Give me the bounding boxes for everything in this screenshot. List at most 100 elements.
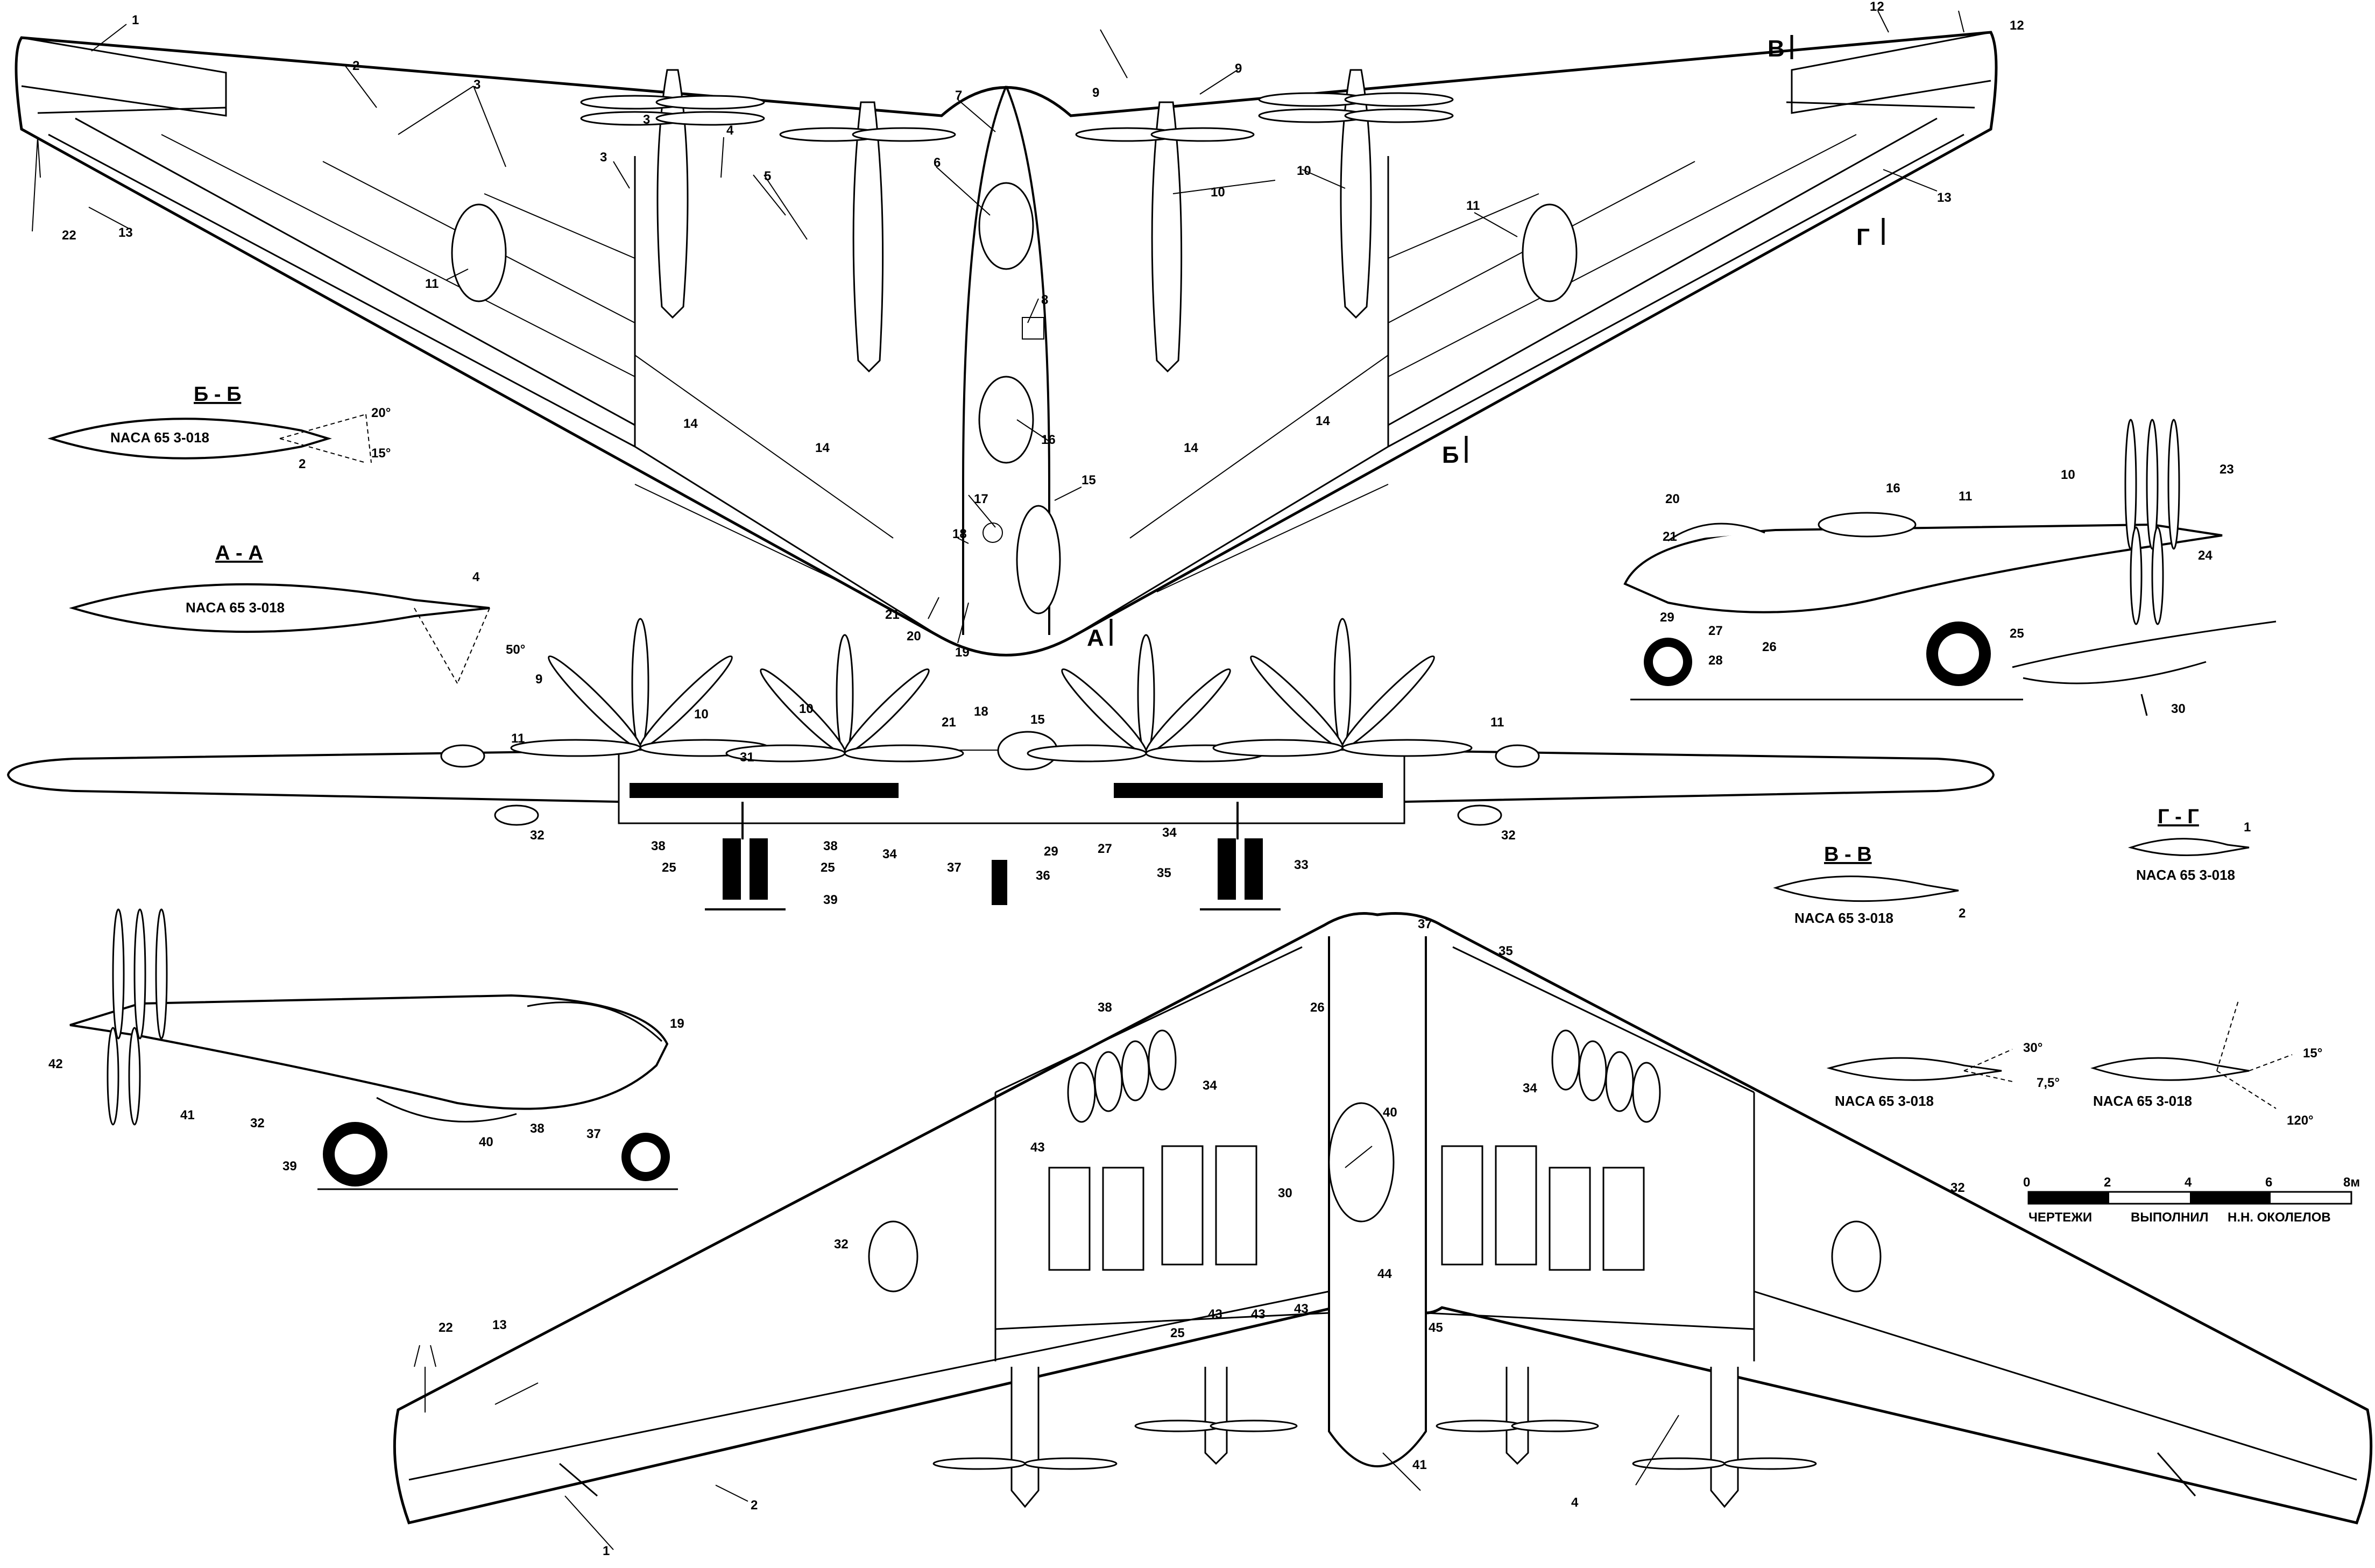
callout-front: 21: [942, 715, 956, 730]
section-bb-profile: [47, 418, 332, 460]
callout-front: 39: [823, 893, 838, 907]
front-landing-gear: [705, 802, 1281, 910]
side-right-props: [2124, 419, 2180, 625]
side-left-canopy: [527, 1001, 663, 1042]
bottom-bay-doors: [1048, 1145, 1645, 1271]
section-aa-flap: [414, 608, 490, 684]
callout-top: 21: [885, 608, 900, 622]
callout-top: 17: [974, 492, 988, 506]
callouts-side-left: 19 32 37 38 39 40 41 42: [48, 1016, 684, 1174]
scale-tick-4: 4: [2185, 1175, 2192, 1190]
section-gg-callout: 1: [2244, 820, 2251, 835]
front-center: [618, 751, 1405, 824]
callout-bottom: 34: [1523, 1081, 1537, 1096]
callout-side-right: 11: [1959, 489, 1972, 504]
top-blister-right: [1522, 203, 1578, 302]
callout-bottom: 34: [1203, 1078, 1217, 1093]
callout-front: 18: [974, 704, 988, 719]
callout-side-left: 41: [180, 1108, 195, 1122]
callout-top: 15: [1082, 473, 1096, 488]
section-30-profile: [1826, 1057, 2002, 1081]
callout-top: 8: [1041, 293, 1048, 307]
cut-marker-b: Б: [1442, 442, 1459, 468]
callout-side-right: 27: [1708, 624, 1723, 638]
cut-marker-a: А: [1087, 625, 1104, 651]
section-aa-callout: 4: [472, 570, 480, 584]
bottom-pod-40: [1328, 1102, 1395, 1223]
callout-side-right: 30: [2171, 702, 2186, 716]
top-propellers: [580, 92, 1454, 142]
top-elevon-left: [37, 107, 635, 448]
callout-bottom: 32: [834, 1237, 849, 1252]
callout-front: 31: [740, 750, 754, 765]
section-vv-profile-label: NACA 65 3-018: [1794, 910, 1893, 926]
callout-bottom: 13: [492, 1318, 507, 1332]
top-nacelles: [656, 69, 1372, 373]
callout-side-left: 42: [48, 1057, 63, 1071]
section-30-lines: [1963, 1049, 2013, 1082]
callout-top: 2: [352, 59, 359, 73]
callout-front: 27: [1098, 842, 1112, 856]
callout-side-right: 25: [2010, 626, 2024, 641]
top-view: [15, 10, 1998, 656]
callout-top: 11: [425, 277, 439, 291]
front-pod-right: [1457, 804, 1502, 826]
section-aa-title: А - А: [215, 542, 263, 564]
section-120-angle-a: 15°: [2303, 1046, 2322, 1061]
bottom-ordnance: [1067, 1029, 1661, 1123]
callout-side-right: 24: [2198, 548, 2213, 563]
section-30-angle-a: 30°: [2023, 1041, 2042, 1055]
callout-side-right: 16: [1886, 481, 1900, 496]
bottom-center-box: [994, 946, 1755, 1361]
callout-side-right: 10: [2061, 468, 2075, 482]
callout-side-left: 32: [250, 1116, 265, 1131]
callout-side-right: 26: [1762, 640, 1777, 654]
callout-bottom: 32: [1950, 1181, 1965, 1195]
side-left-props: [107, 908, 168, 1126]
top-tip-left: [21, 37, 227, 117]
callout-front: 9: [535, 672, 542, 687]
callout-bottom: 43: [1208, 1307, 1222, 1322]
callout-top: 3: [643, 112, 650, 127]
callout-bottom: 2: [751, 1498, 758, 1513]
section-120-lines: [2216, 1000, 2293, 1109]
callout-bottom: 40: [1383, 1105, 1397, 1120]
front-blister-right: [1495, 744, 1540, 768]
callout-side-right: 21: [1663, 529, 1677, 544]
callout-front: 32: [1501, 828, 1516, 843]
callout-side-left: 19: [670, 1016, 684, 1031]
scale-credit-1: ВЫПОЛНИЛ: [2131, 1210, 2208, 1225]
top-glazing-15: [1016, 505, 1061, 615]
callout-top: 6: [934, 156, 941, 170]
front-slots-left: [630, 783, 899, 798]
scale-credit-0: ЧЕРТЕЖИ: [2028, 1210, 2092, 1225]
callout-bottom: 1: [603, 1544, 610, 1558]
bottom-nacelles: [932, 1367, 1817, 1508]
callout-top: 1: [132, 13, 139, 27]
callout-side-right: 29: [1660, 610, 1674, 625]
side-right-dome: [1818, 512, 1917, 538]
section-gg-title: Г - Г: [2158, 806, 2199, 828]
bottom-elevons: [408, 1290, 2357, 1497]
callout-top: 10: [1211, 185, 1225, 200]
section-bb-profile-label: NACA 65 3-018: [110, 429, 209, 446]
top-canopy-6: [978, 182, 1034, 270]
side-view-right: [1623, 419, 2277, 716]
front-propellers: [510, 618, 1473, 762]
bottom-pod-32-left: [868, 1220, 918, 1292]
section-gg-profile-label: NACA 65 3-018: [2136, 867, 2235, 883]
callout-front: 32: [530, 828, 545, 843]
top-leaders: [32, 10, 1964, 644]
section-aa-angle: 50°: [506, 642, 525, 657]
callout-top: 5: [764, 169, 771, 183]
scale-credit-2: Н.Н. ОКОЛЕЛОВ: [2228, 1210, 2331, 1225]
section-120-profile-label: NACA 65 3-018: [2093, 1093, 2192, 1109]
callout-bottom: 45: [1429, 1320, 1443, 1335]
callout-top: 12: [2010, 18, 2024, 33]
callout-bottom: 25: [1170, 1326, 1185, 1340]
top-hatch-8: [1022, 317, 1044, 340]
callout-top: 3: [600, 150, 607, 165]
callout-front: 35: [1157, 866, 1171, 880]
callout-front: 11: [511, 731, 525, 746]
top-tip-right: [1791, 31, 1991, 114]
